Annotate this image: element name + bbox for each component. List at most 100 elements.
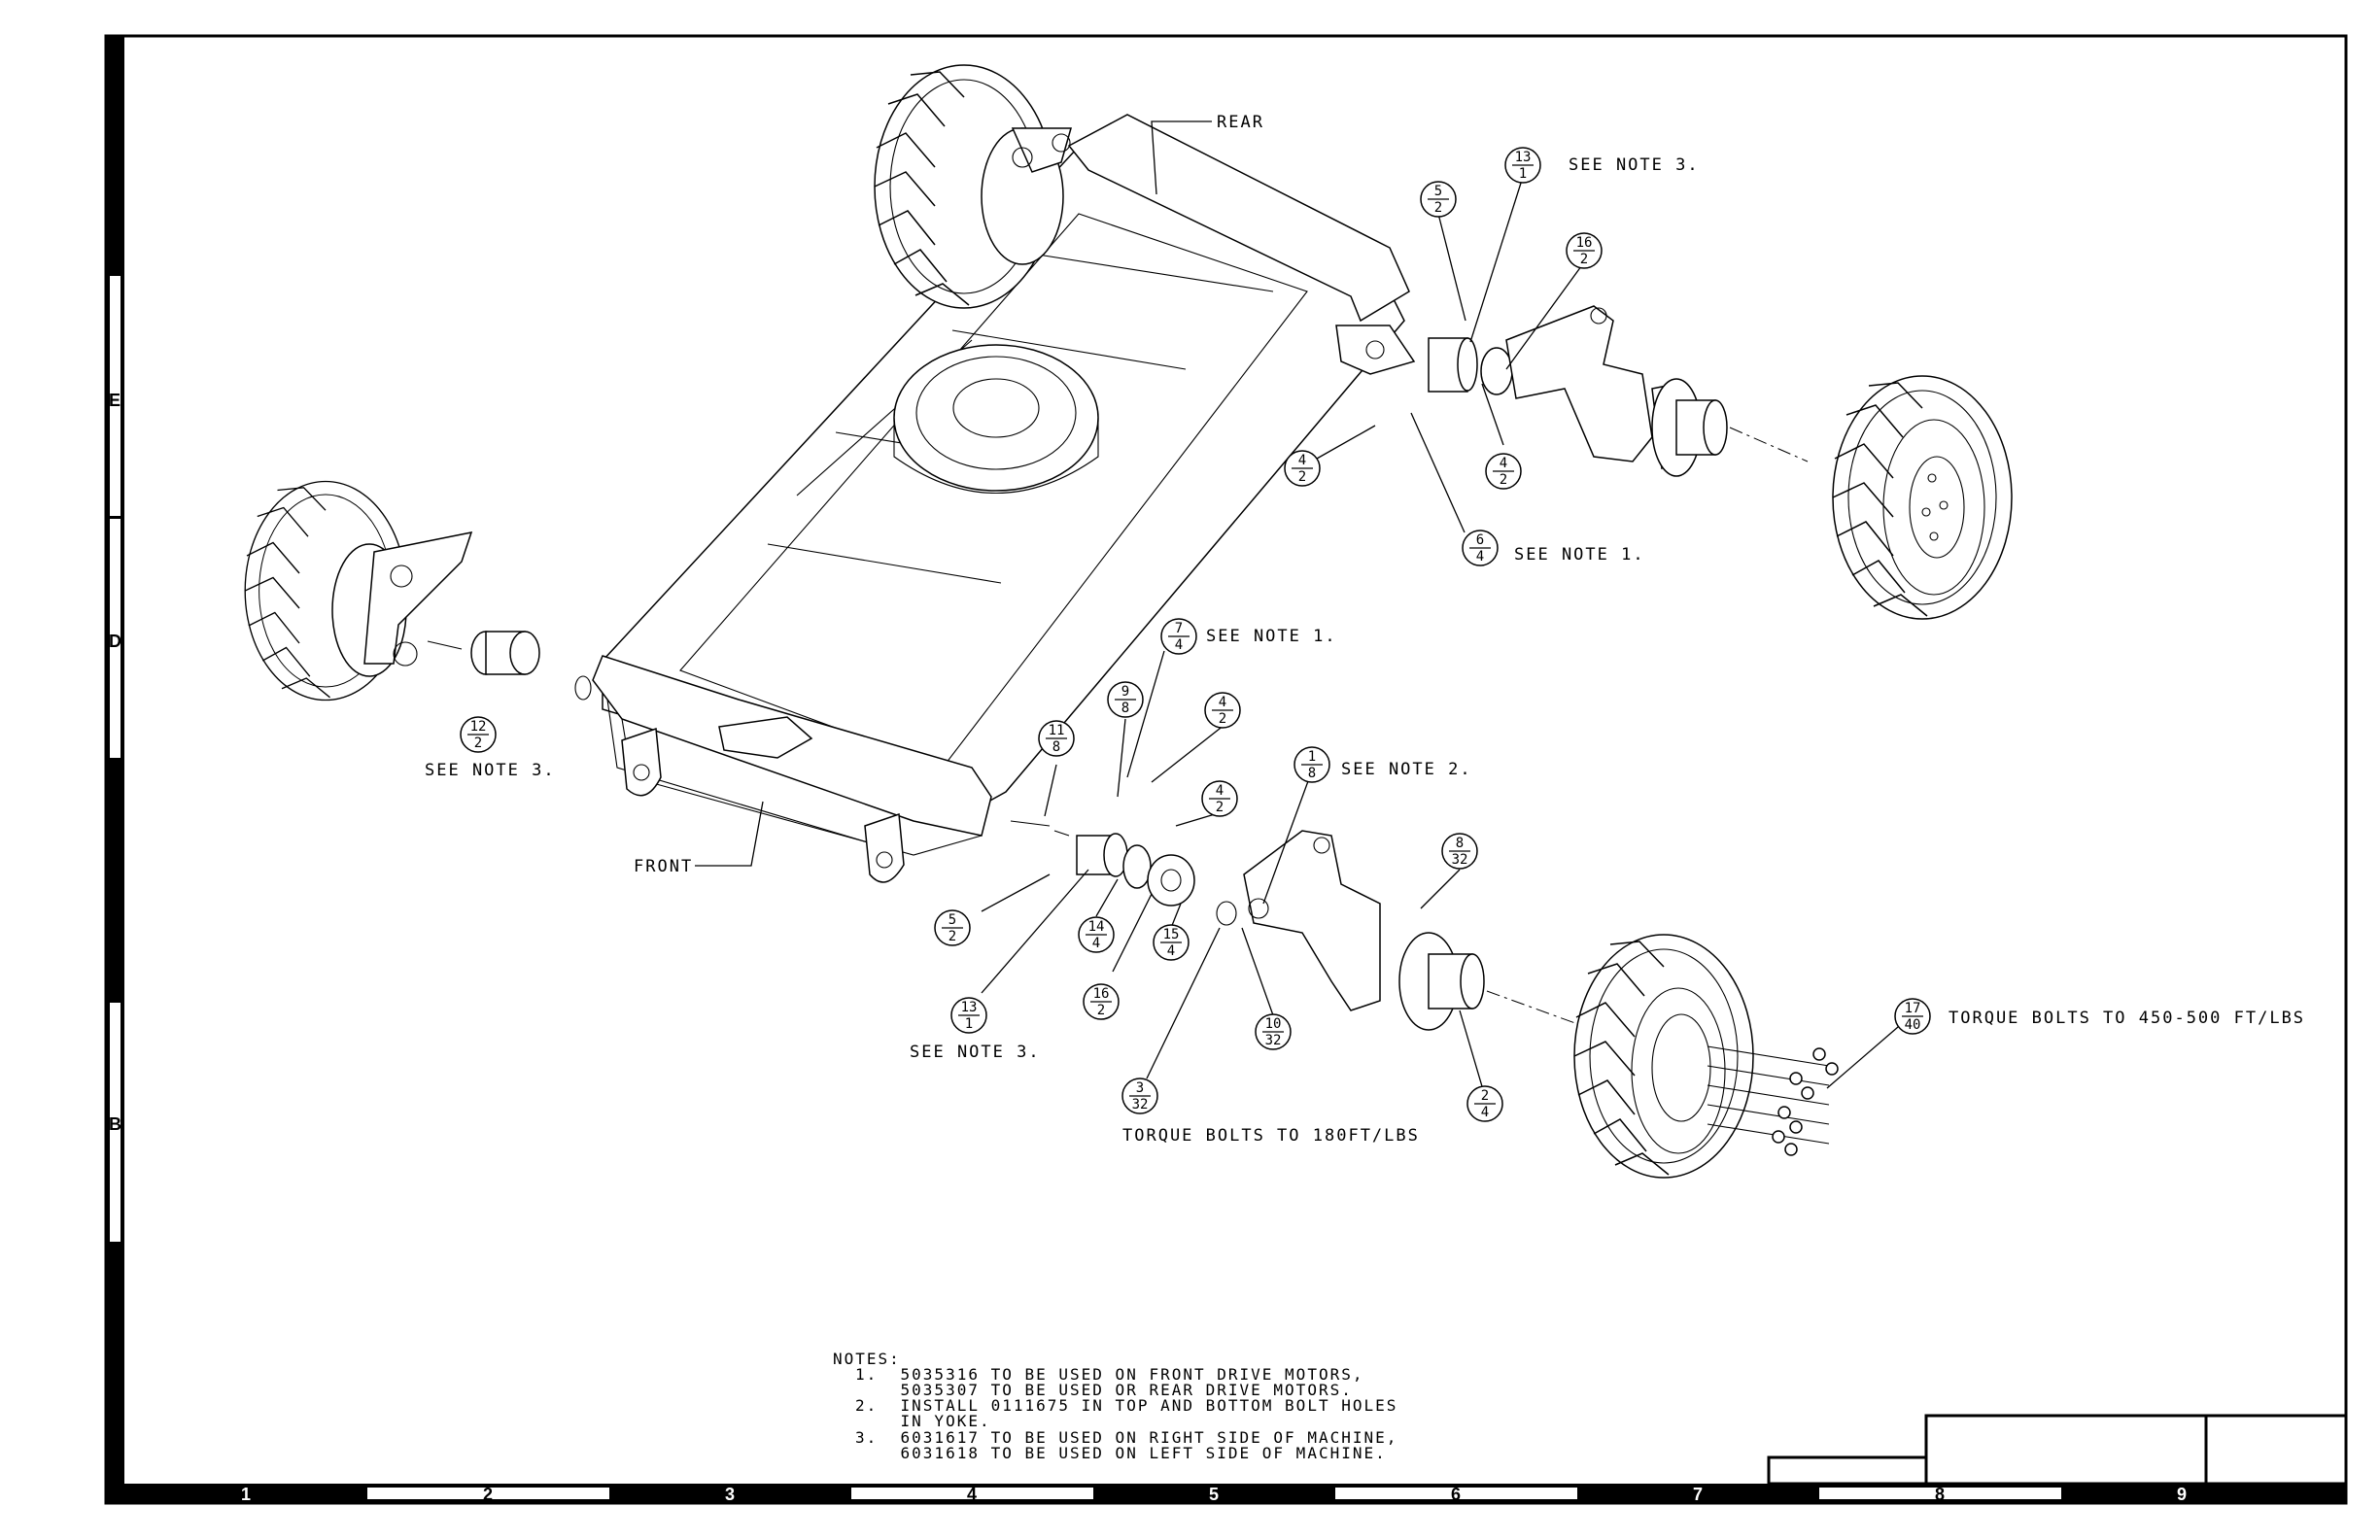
see-note-1-center: SEE NOTE 1.: [1206, 627, 1337, 646]
row-zone-labels: F E D C B A: [109, 148, 121, 1375]
note-line-5: 3. 6031617 TO BE USED ON RIGHT SIDE OF M…: [855, 1428, 1397, 1447]
notes-heading: NOTES:: [833, 1350, 901, 1368]
zone-F: F: [109, 148, 120, 167]
item-balloon: 52: [1420, 181, 1457, 218]
front-label: FRONT: [634, 857, 693, 876]
balloon-quantity: 8: [1308, 766, 1316, 781]
item-balloon: 42: [1204, 692, 1241, 729]
see-note-1-right: SEE NOTE 1.: [1514, 545, 1645, 565]
item-balloon: 832: [1441, 833, 1478, 870]
item-balloon: 131: [950, 997, 987, 1034]
balloon-item-number: 4: [1500, 456, 1507, 471]
balloon-quantity: 2: [1434, 200, 1442, 216]
zone-B: B: [109, 1114, 121, 1134]
balloon-item-number: 16: [1576, 235, 1593, 251]
zone-E: E: [109, 391, 121, 410]
balloon-quantity: 2: [1580, 252, 1588, 267]
item-balloon: 42: [1284, 450, 1321, 487]
balloon-item-number: 4: [1219, 695, 1226, 710]
balloon-item-number: 16: [1093, 986, 1110, 1002]
item-balloon: 74: [1160, 618, 1197, 655]
torque-motor-label: TORQUE BOLTS TO 180FT/LBS: [1122, 1126, 1420, 1146]
zone-2: 2: [483, 1485, 493, 1504]
torque-wheel-label: TORQUE BOLTS TO 450-500 FT/LBS: [1949, 1009, 2305, 1028]
item-balloon: 162: [1566, 232, 1603, 269]
balloon-quantity: 40: [1905, 1017, 1921, 1033]
drawing-border: [104, 34, 2348, 1505]
balloon-item-number: 4: [1298, 453, 1306, 468]
item-balloon: 131: [1504, 147, 1541, 184]
balloon-item-number: 3: [1136, 1080, 1144, 1096]
balloon-item-number: 4: [1216, 783, 1224, 799]
balloon-item-number: 13: [1515, 150, 1532, 165]
balloon-quantity: 2: [1097, 1003, 1105, 1018]
balloon-quantity: 4: [1167, 943, 1175, 959]
balloon-quantity: 4: [1092, 936, 1100, 951]
zone-4: 4: [967, 1485, 977, 1504]
balloon-quantity: 2: [1219, 711, 1226, 727]
balloon-item-number: 11: [1049, 723, 1065, 738]
balloon-item-number: 6: [1476, 532, 1484, 548]
balloon-quantity: 8: [1052, 739, 1060, 755]
balloon-quantity: 4: [1481, 1105, 1489, 1120]
item-balloon: 18: [1293, 746, 1330, 783]
item-balloon: 144: [1078, 916, 1115, 953]
item-balloon: 122: [460, 716, 497, 753]
balloon-item-number: 15: [1163, 927, 1180, 942]
item-balloon: 42: [1485, 453, 1522, 490]
left-motor-hub: [427, 631, 592, 701]
zone-C: C: [109, 873, 121, 892]
right-upper-axle: [1428, 305, 1809, 477]
item-balloon: 52: [934, 909, 971, 946]
balloon-item-number: 10: [1265, 1016, 1282, 1032]
balloon-item-number: 8: [1456, 836, 1464, 851]
balloon-item-number: 17: [1905, 1001, 1921, 1016]
balloon-item-number: 7: [1175, 621, 1183, 636]
balloon-item-number: 5: [1434, 184, 1442, 199]
item-balloon: 118: [1038, 720, 1075, 757]
zone-6: 6: [1451, 1485, 1461, 1504]
see-note-2: SEE NOTE 2.: [1341, 760, 1472, 779]
balloon-item-number: 13: [961, 1000, 978, 1015]
rear-left-wheel: [874, 64, 1072, 309]
right-upper-wheel: [1832, 375, 2013, 620]
balloon-item-number: 1: [1308, 749, 1316, 765]
see-note-3-top: SEE NOTE 3.: [1569, 155, 1700, 175]
item-balloon: 154: [1153, 924, 1190, 961]
balloon-item-number: 12: [470, 719, 487, 735]
balloon-quantity: 2: [1298, 469, 1306, 485]
balloon-item-number: 14: [1088, 919, 1105, 935]
column-zone-labels: 1 2 3 4 5 6 7 8 9: [241, 1485, 2187, 1504]
see-note-3-left: SEE NOTE 3.: [425, 761, 556, 780]
item-balloon: 332: [1121, 1078, 1158, 1114]
balloon-quantity: 1: [1519, 166, 1527, 182]
item-balloon: 64: [1462, 530, 1499, 566]
right-lower-axle: [1010, 820, 1595, 1031]
title-block: [1767, 1414, 2348, 1486]
balloon-quantity: 4: [1476, 549, 1484, 565]
balloon-quantity: 1: [965, 1016, 973, 1032]
left-wheel: [244, 480, 473, 702]
notes-block: NOTES: 1. 5035316 TO BE USED ON FRONT DR…: [833, 1350, 1397, 1462]
balloon-quantity: 2: [1500, 472, 1507, 488]
note-line-6: 6031618 TO BE USED ON LEFT SIDE OF MACHI…: [855, 1444, 1387, 1462]
balloon-item-number: 5: [949, 912, 956, 928]
item-balloon: 162: [1083, 983, 1120, 1020]
note-line-2: 5035307 TO BE USED OR REAR DRIVE MOTORS.: [855, 1381, 1353, 1399]
zone-A: A: [109, 1355, 121, 1375]
zone-3: 3: [725, 1485, 735, 1504]
zone-D: D: [109, 632, 121, 651]
balloon-quantity: 2: [474, 736, 482, 751]
balloon-quantity: 32: [1132, 1097, 1149, 1112]
note-line-1: 1. 5035316 TO BE USED ON FRONT DRIVE MOT…: [855, 1365, 1363, 1384]
balloon-item-number: 9: [1121, 684, 1129, 700]
see-note-3-bottom: SEE NOTE 3.: [910, 1043, 1041, 1062]
zone-9: 9: [2177, 1485, 2187, 1504]
callout-labels: REAR FRONT SEE NOTE 3. SEE NOTE 1. SEE N…: [425, 113, 2305, 1146]
balloon-quantity: 2: [949, 929, 956, 944]
balloon-quantity: 32: [1265, 1033, 1282, 1048]
